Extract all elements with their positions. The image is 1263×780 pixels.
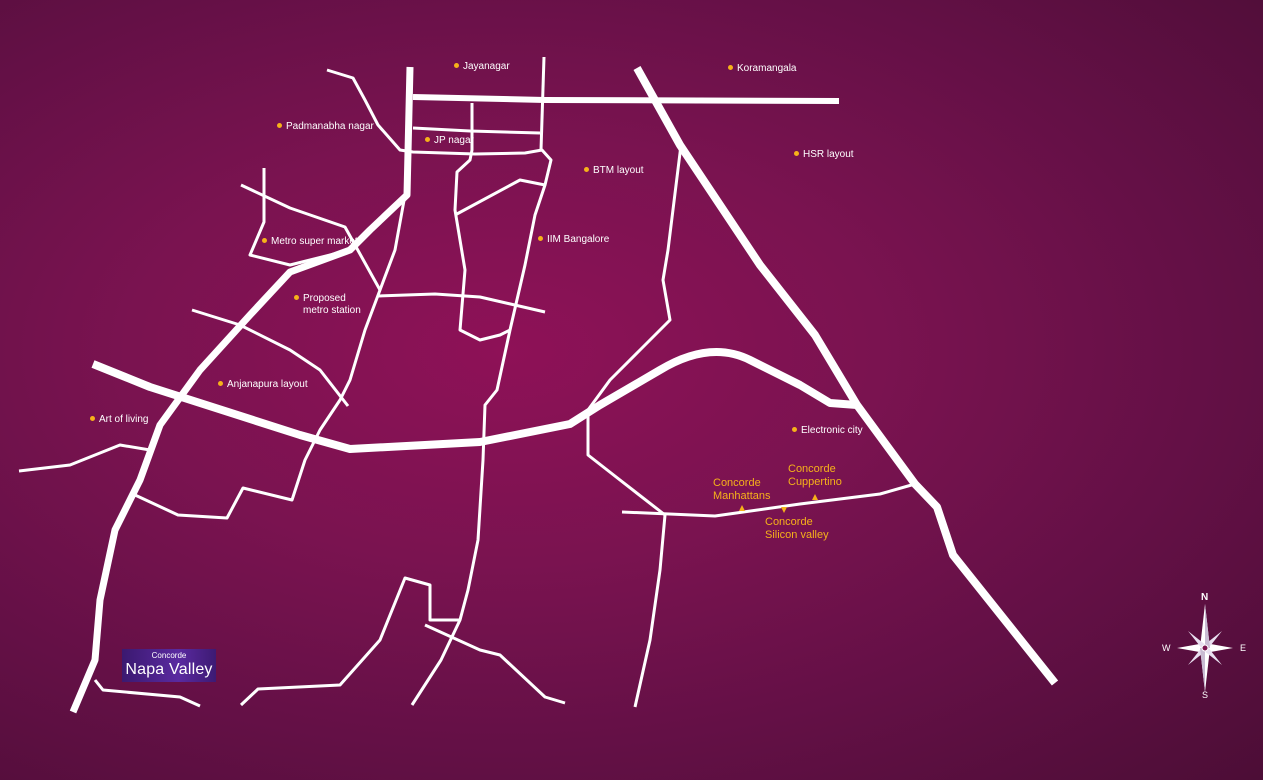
- location-marker-icon: [454, 63, 459, 68]
- compass-east-label: E: [1240, 643, 1247, 653]
- road: [621, 482, 916, 518]
- location-marker-icon: [728, 65, 733, 70]
- location-marker-icon: [277, 123, 282, 128]
- road: [586, 144, 683, 708]
- road: [93, 679, 201, 708]
- project-marker-icon: [781, 507, 787, 513]
- place-jayanagar: Jayanagar: [454, 61, 510, 73]
- compass-star-icon: [1177, 604, 1233, 692]
- road: [424, 623, 566, 705]
- road: [453, 103, 511, 342]
- road: [239, 576, 460, 707]
- road: [539, 56, 546, 151]
- project-marker-icon: [812, 494, 818, 500]
- place-proposed-metro-station: Proposed metro station: [294, 293, 361, 317]
- location-marker-icon: [90, 416, 95, 421]
- project-concorde-cuppertino: Concorde Cuppertino: [788, 463, 842, 488]
- compass-south-label: S: [1202, 690, 1209, 700]
- place-jp-nagar: JP nagar: [425, 135, 474, 147]
- logo-brand: Concorde: [151, 651, 187, 660]
- road: [248, 168, 351, 267]
- place-hsr-layout: HSR layout: [794, 149, 854, 161]
- logo-title: Napa Valley: [125, 661, 213, 678]
- location-marker-icon: [425, 137, 430, 142]
- compass-north-label: N: [1201, 592, 1209, 603]
- road: [377, 292, 546, 314]
- napa-valley-logo: Concorde Napa Valley: [122, 649, 216, 682]
- place-btm-layout: BTM layout: [584, 165, 644, 177]
- place-koramangala: Koramangala: [728, 63, 796, 75]
- project-concorde-silicon-valley: Concorde Silicon valley: [765, 516, 829, 541]
- place-electronic-city: Electronic city: [792, 425, 863, 437]
- place-iim-bangalore: IIM Bangalore: [538, 234, 609, 246]
- place-metro-super-market: Metro super market: [262, 236, 358, 248]
- place-padmanabha-nagar: Padmanabha nagar: [277, 121, 374, 133]
- southern-main-road: [412, 94, 840, 104]
- location-marker-icon: [792, 427, 797, 432]
- road: [454, 178, 546, 217]
- project-concorde-manhattans: Concorde Manhattans: [713, 477, 771, 502]
- place-anjanapura-layout: Anjanapura layout: [218, 379, 308, 391]
- location-marker-icon: [218, 381, 223, 386]
- compass-west-label: W: [1162, 643, 1171, 653]
- road: [326, 68, 553, 706]
- location-marker-icon: [294, 295, 299, 300]
- project-marker-icon: [739, 505, 745, 511]
- road: [412, 126, 541, 135]
- road: [18, 424, 162, 473]
- location-marker-icon: [584, 167, 589, 172]
- hosur-road: [633, 66, 1059, 686]
- kanakapura-road: [69, 66, 414, 714]
- place-art-of-living: Art of living: [90, 414, 148, 426]
- location-marker-icon: [794, 151, 799, 156]
- location-marker-icon: [262, 238, 267, 243]
- outer-ring-road: [91, 348, 858, 453]
- compass-rose: N S W E: [1160, 590, 1250, 702]
- road: [191, 308, 350, 407]
- location-marker-icon: [538, 236, 543, 241]
